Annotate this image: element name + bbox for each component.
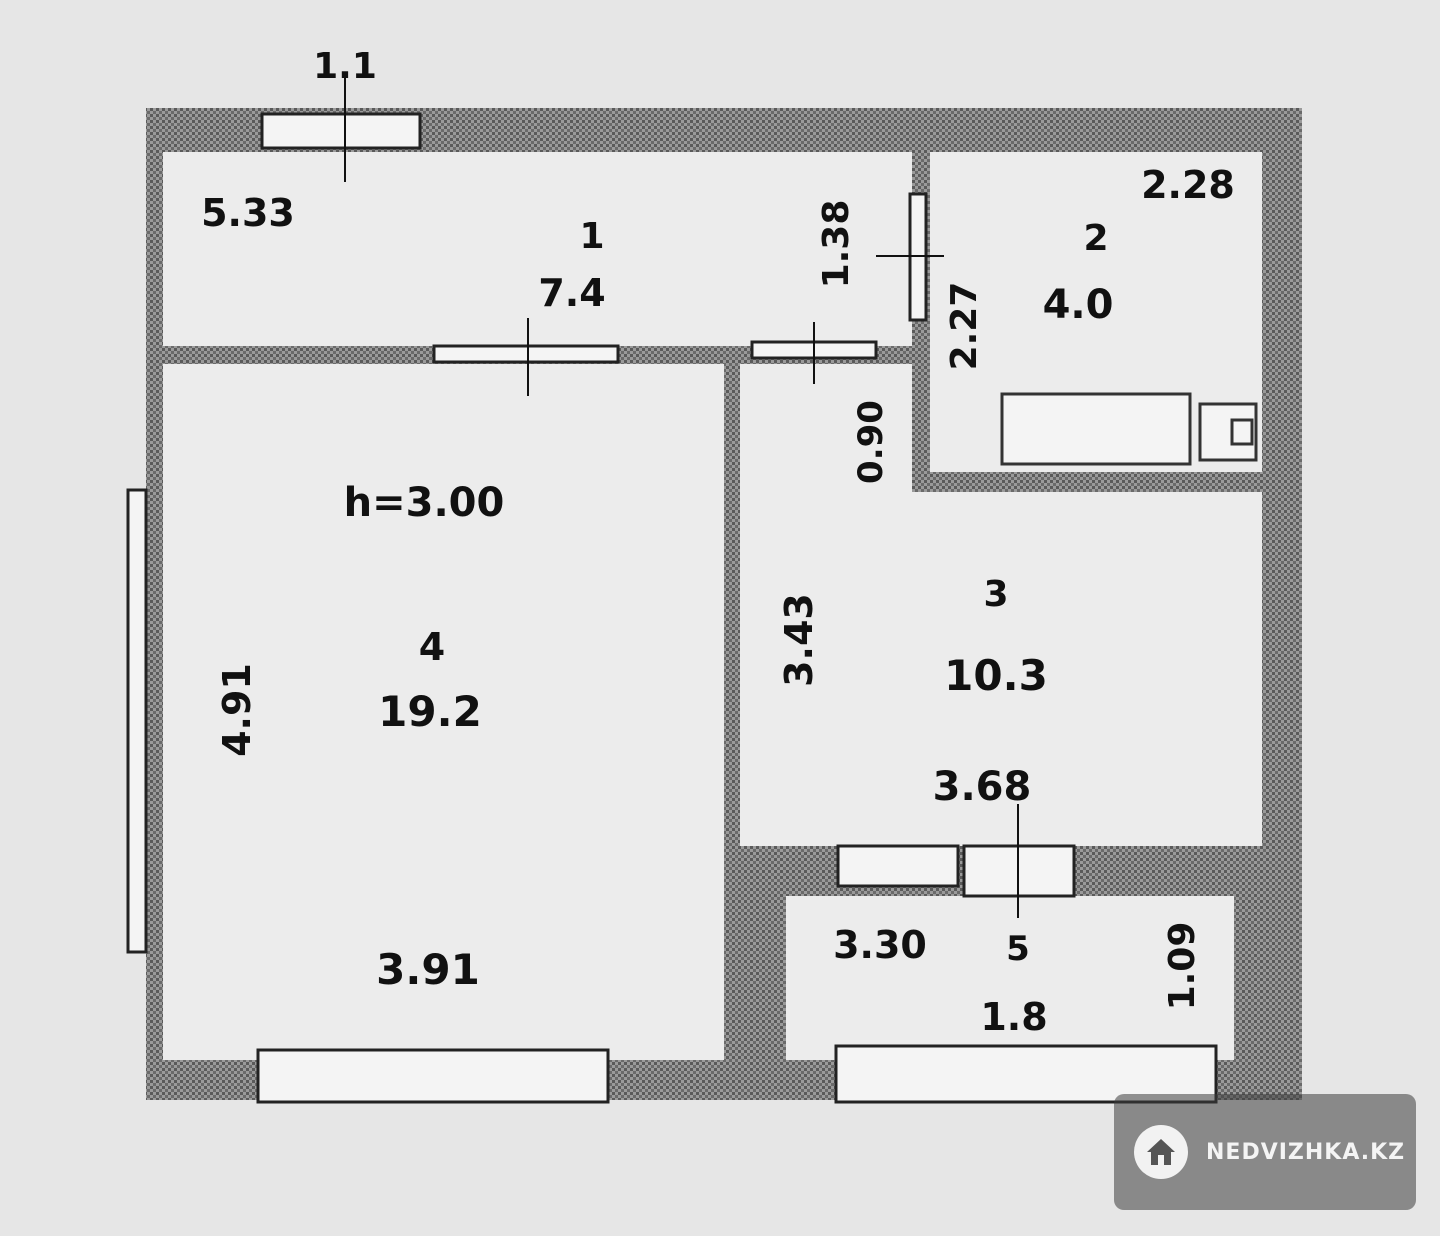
room-4-number: 4: [419, 625, 445, 669]
room-5-area: 1.8: [980, 995, 1047, 1039]
balcony-window: [834, 1044, 1218, 1104]
kitchen-height-dim: 3.43: [777, 593, 821, 687]
bath-height-dim: 2.27: [944, 282, 985, 371]
bathtub: [1000, 392, 1192, 466]
room-4-floor: [163, 364, 724, 1060]
balcony-right-wall: [1234, 896, 1262, 1060]
corridor-gap-dim: 0.90: [851, 400, 891, 484]
entrance-door: [260, 112, 422, 150]
center-wall: [724, 360, 740, 1060]
hall-door-dim: 1.38: [816, 200, 857, 289]
side-window: [126, 488, 148, 954]
balcony-door: [836, 844, 960, 888]
living-width-dim: 3.91: [376, 945, 480, 994]
room-3-area: 10.3: [944, 651, 1048, 700]
room-1-area: 7.4: [538, 271, 605, 315]
watermark-text: NEDVIZHKA.KZ: [1206, 1139, 1406, 1165]
living-height-dim: 4.91: [215, 663, 259, 757]
room-3-floor-main: [740, 492, 1262, 846]
top-door-dim: 1.1: [313, 46, 377, 87]
hall-length-dim: 5.33: [201, 191, 295, 235]
room-3-number: 3: [983, 574, 1008, 615]
room-2-number: 2: [1083, 218, 1108, 259]
room-1-number: 1: [579, 216, 604, 257]
watermark[interactable]: NEDVIZHKA.KZ: [1114, 1094, 1416, 1210]
bath-bottom-wall: [912, 472, 1262, 492]
balcony-width-dim: 3.30: [833, 923, 927, 967]
ceiling-height: h=3.00: [344, 480, 505, 526]
house-icon: [1134, 1125, 1188, 1179]
drain: [1230, 418, 1254, 446]
balcony-depth-dim: 1.09: [1162, 922, 1203, 1011]
balcony-left-wall: [740, 896, 786, 1060]
sink: [1198, 402, 1258, 462]
room-1-floor: [163, 152, 912, 346]
room-5-floor: [786, 896, 1234, 1060]
room-5-number: 5: [1006, 929, 1030, 969]
room-2-area: 4.0: [1043, 282, 1114, 328]
room-4-area: 19.2: [378, 687, 482, 736]
bath-width-dim: 2.28: [1141, 163, 1235, 207]
living-window: [256, 1048, 610, 1104]
kitchen-width-dim: 3.68: [933, 764, 1032, 810]
hall-door: [432, 344, 620, 364]
room-3-floor: [740, 364, 912, 492]
